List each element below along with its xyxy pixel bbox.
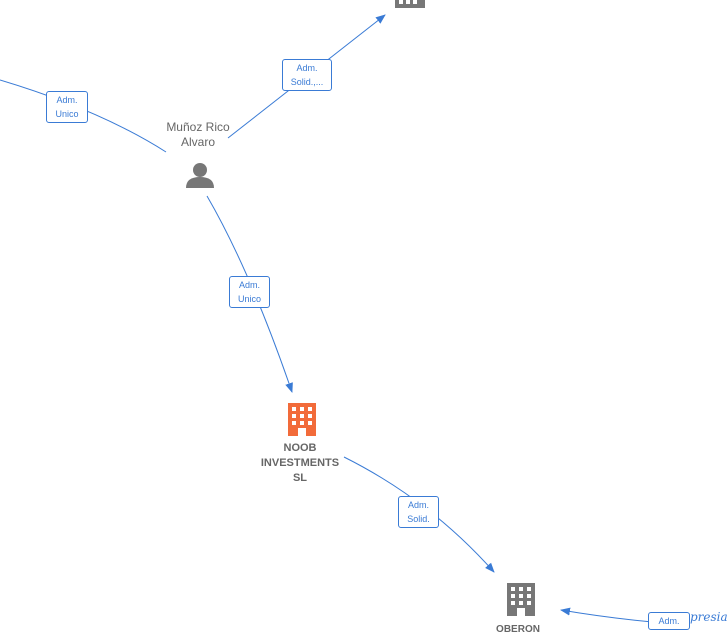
edge-label-line: Adm.	[658, 616, 680, 626]
edge-label-line: Adm.	[296, 63, 318, 73]
person-icon[interactable]	[186, 163, 214, 188]
person-name[interactable]: Muñoz Rico Alvaro	[148, 120, 248, 150]
edge-label-line: Solid.	[407, 514, 430, 524]
watermark-text: presia	[690, 610, 728, 624]
company-name-line: INVESTMENTS	[260, 457, 340, 469]
person-name-line: Muñoz Rico	[166, 120, 230, 134]
company-name-noob[interactable]: NOOB INVESTMENTS SL	[250, 441, 350, 486]
edge-label-line: Unico	[55, 109, 79, 119]
company-name-line: NOOB	[283, 442, 317, 454]
edge-label-bottom-right[interactable]: Adm.	[648, 612, 690, 630]
edge-label-noob-to-oberon[interactable]: Adm. Solid.	[398, 496, 439, 528]
building-icon[interactable]	[395, 0, 425, 8]
edge-label-line: Unico	[237, 294, 261, 304]
edge-left	[0, 79, 167, 153]
edge-label-line: Adm.	[238, 280, 260, 290]
edge-label-line: Adm.	[56, 95, 78, 105]
building-icon[interactable]	[507, 583, 535, 616]
edge-label-top-right[interactable]: Adm. Solid.,...	[282, 59, 332, 91]
building-icon-highlighted[interactable]	[288, 403, 316, 436]
edge-label-line: Solid.,...	[290, 77, 324, 87]
company-name-line: SL	[292, 472, 308, 484]
person-name-line: Alvaro	[180, 135, 215, 149]
edge-label-line: Adm.	[407, 500, 429, 510]
edge-label-left[interactable]: Adm. Unico	[46, 91, 88, 123]
edge-label-person-to-noob[interactable]: Adm. Unico	[229, 276, 270, 308]
